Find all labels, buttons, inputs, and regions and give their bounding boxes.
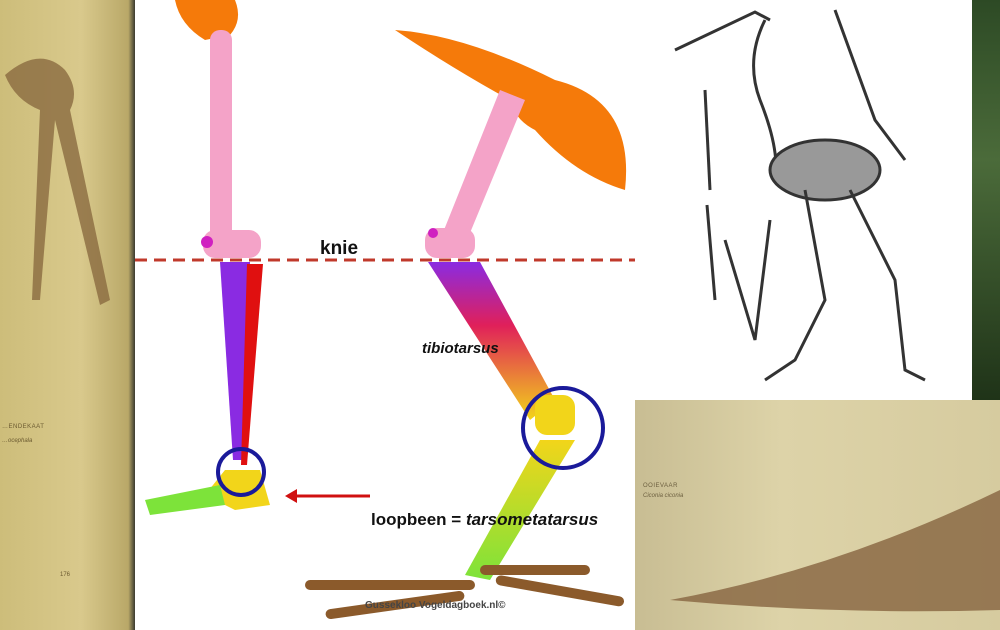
human-toes — [145, 485, 225, 515]
bird-pelvis — [395, 30, 627, 190]
bird-toes — [305, 565, 625, 620]
bird-tarsometatarsus — [465, 440, 575, 580]
tarsometatarsus-label: tarsometatarsus — [465, 510, 599, 529]
caption-name: …ENDEKAAT — [2, 424, 45, 430]
leg-anatomy-diagram: knie tibiotarsus loopbeen = tarsometatar… — [135, 0, 635, 630]
human-femur — [210, 30, 232, 245]
human-pelvis — [175, 0, 239, 40]
stork-photo — [972, 0, 1000, 400]
bird-skull-illustration — [5, 58, 110, 305]
human-tibia — [220, 262, 250, 460]
caption-latin: Ciconia ciconia — [643, 493, 684, 499]
stork-bill-illustration — [670, 490, 1000, 612]
ankle-circle-human — [216, 447, 266, 497]
watermark: Gussekloo Vogeldagboek.nl© — [365, 600, 506, 611]
stork-skeleton-drawing — [635, 0, 975, 400]
human-fibula — [241, 264, 263, 465]
book-page-photo-left: …ENDEKAAT …ocephala 176 — [0, 0, 135, 630]
bird-femur — [440, 90, 525, 245]
ankle-circle-bird — [521, 386, 605, 470]
caption-latin: …ocephala — [2, 438, 33, 444]
bird-tibiotarsus — [428, 262, 555, 420]
tibiotarsus-label: tibiotarsus — [422, 340, 499, 357]
book-page-photo-right: OOIEVAAR Ciconia ciconia — [635, 400, 1000, 630]
loopbeen-label: loopbeen = — [371, 510, 466, 529]
page-number: 176 — [60, 572, 71, 578]
caption-name: OOIEVAAR — [643, 483, 678, 489]
knee-label: knie — [320, 238, 359, 259]
